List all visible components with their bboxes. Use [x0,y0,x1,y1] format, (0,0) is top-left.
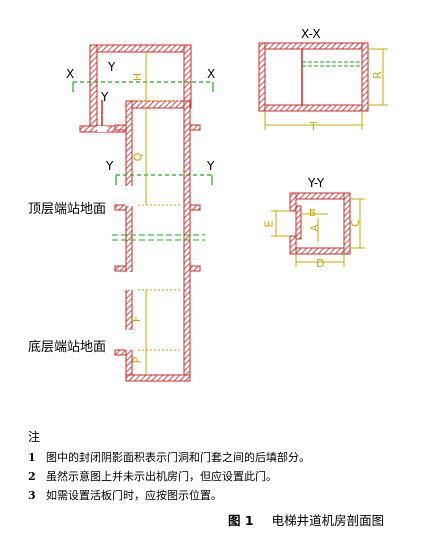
section-mark-y-lower: Y [101,90,109,104]
yy-wall-left-upper [289,192,297,212]
dim-h-label: H [131,72,145,82]
slab-right [189,124,201,131]
trap-door-gap [97,126,107,132]
dim-t-label: T [310,120,317,133]
slab-right [189,265,201,272]
note-number: 2 [28,470,36,483]
dim-p-label: P [130,356,144,364]
note-text: 如需设置活板门时，应按图示位置。 [46,489,222,502]
dim-e-label: E [262,220,276,228]
section-mark-y-left: Y [106,159,114,173]
notes-title: 注 [28,430,41,444]
slab-left [114,204,127,211]
note-number: 3 [28,489,36,502]
section-mark-x-right: X [207,67,216,81]
machine-room-wall-left [89,44,98,131]
note-text: 图中的封闭阴影面积表示门洞和门套之间的后填部分。 [46,451,310,464]
door-opening-top [125,186,133,206]
section-mark-y-right: Y [207,159,215,173]
figure-title: 电梯井道机房剖面图 [271,513,385,528]
note-number: 1 [28,451,36,464]
top-level-label: 顶层端站地面 [28,202,107,217]
shaft-wall-right [183,100,191,382]
slab-left [114,265,127,272]
section-mark-x-left: X [66,67,75,81]
section-yy-title: Y-Y [308,176,325,190]
section-yy [271,192,365,267]
dim-r-label: R [370,71,384,79]
figure-number: 图 1 [228,513,254,528]
figure-caption: 图 1 电梯井道机房剖面图 [228,510,384,529]
machine-room-wall-top [89,44,192,53]
door-opening-bottom [125,330,133,350]
main-section [72,44,214,382]
note-text: 虽然示意图上并未示出机房门，但应设置此门。 [46,470,277,483]
xx-wall-bottom [258,104,369,112]
dim-b-label: B [309,208,316,219]
dim-a-label: A [309,224,321,232]
note-item: 2 虽然示意图上并未示出机房门，但应设置此门。 [28,470,277,483]
machine-room-wall-right [183,44,192,106]
yy-wall-top [289,192,351,200]
section-mark-y-upper: Y [108,60,116,74]
door-opening-mid [125,272,133,290]
dim-c-label: C [348,219,362,227]
machine-room-floor [125,100,192,109]
note-item: 3 如需设置活板门时，应按图示位置。 [28,489,222,502]
bottom-level-label: 底层端站地面 [28,340,107,355]
xx-wall-top [258,42,369,50]
yy-wall-right [343,192,351,255]
slab-left [114,349,127,356]
yy-wall-left-lower [289,235,297,255]
slab-right [189,204,201,211]
xx-wall-left [258,42,266,112]
slab-left [114,124,127,131]
section-xx-title: X-X [301,27,321,41]
yy-wall-bottom [289,247,351,255]
yy-door-jamb [295,205,302,240]
xx-wall-right [361,42,369,112]
note-item: 1 图中的封闭阴影面积表示门洞和门套之间的后填部分。 [28,451,310,464]
pit-floor [125,374,191,382]
dim-d-label: D [316,257,325,270]
dim-q-label: Q [131,152,145,162]
dim-f-label: F [130,315,144,323]
section-xx [258,42,388,130]
